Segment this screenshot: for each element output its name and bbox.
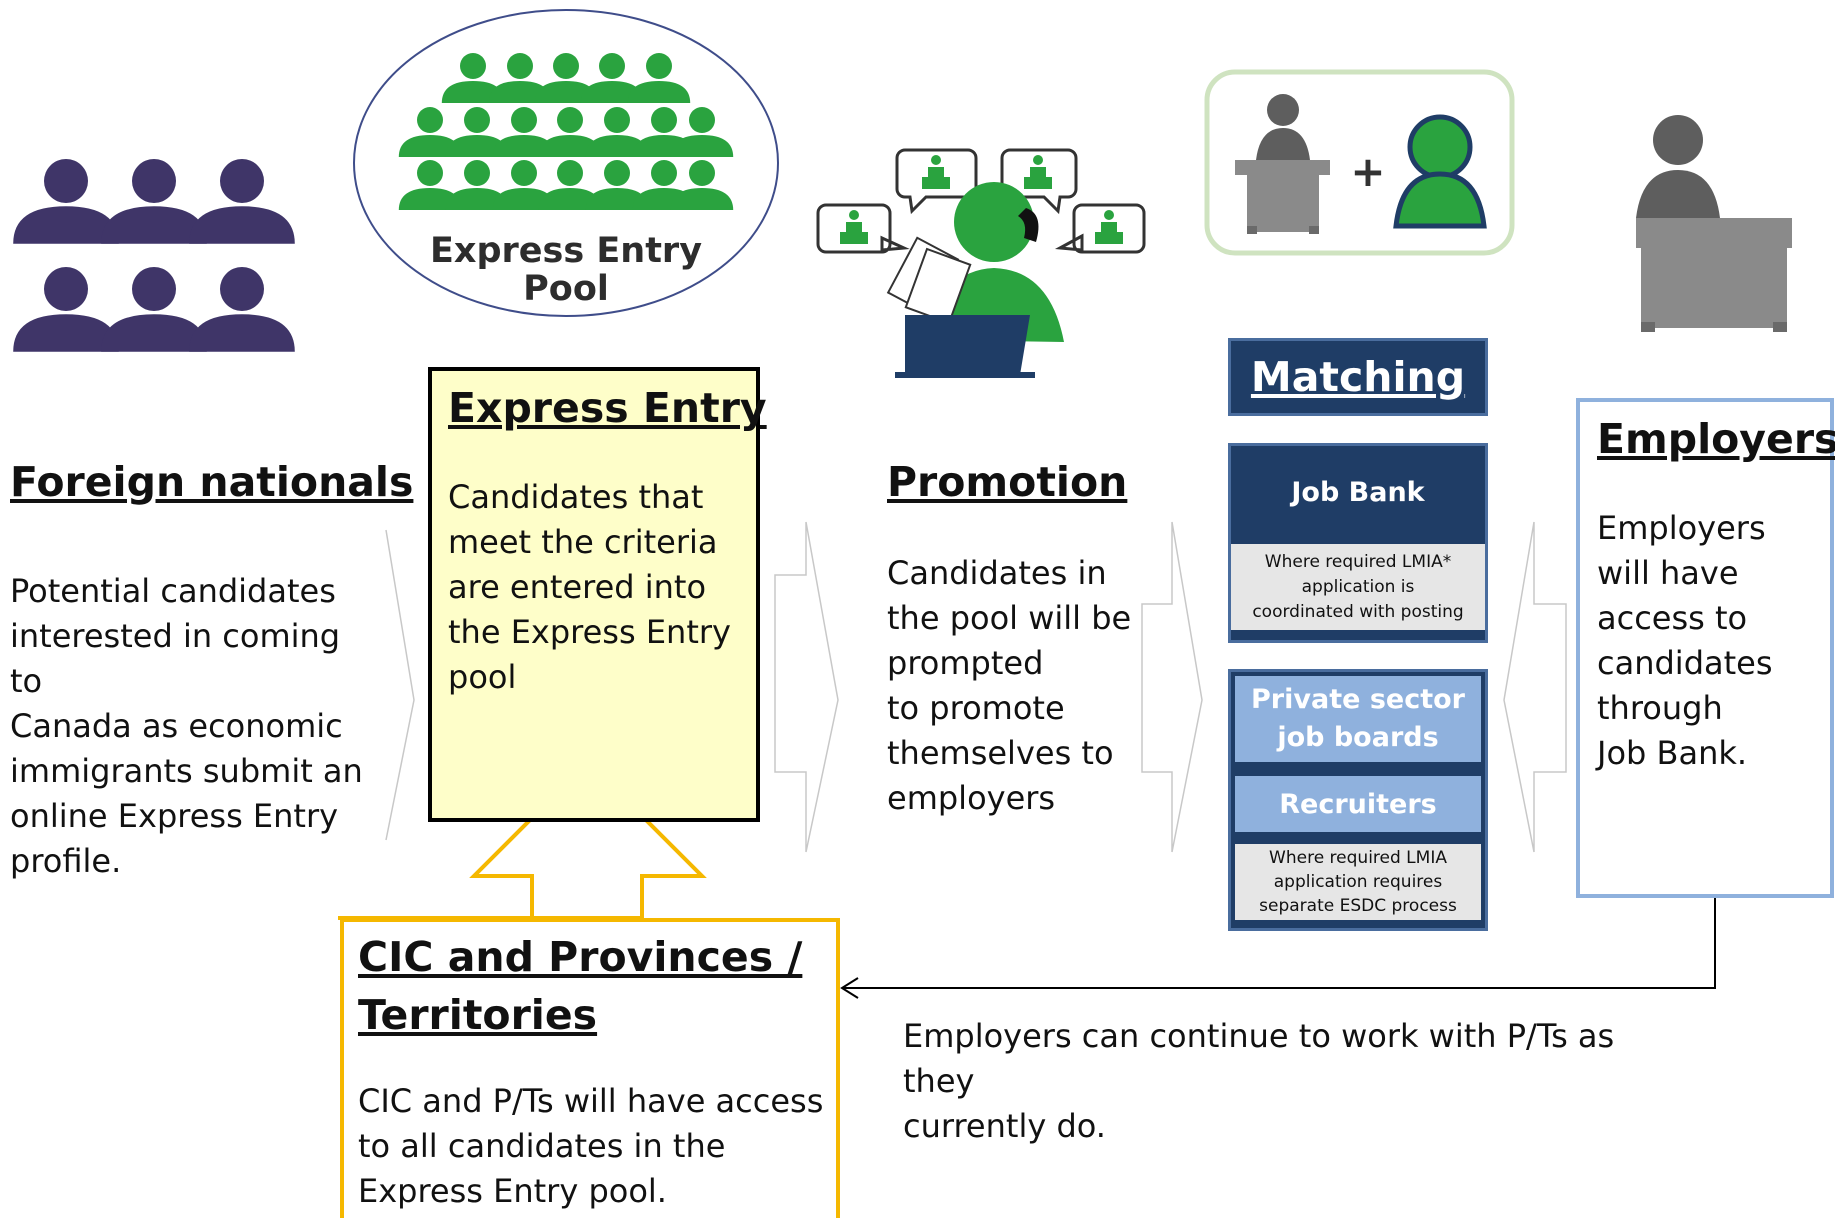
recruiters-note-line: separate ESDC process — [1259, 896, 1457, 916]
job-bank-panel: Job Bank Where required LMIA* applicatio… — [1228, 443, 1488, 643]
cic-box — [340, 918, 840, 1218]
foreign-nationals-line: immigrants submit an — [10, 752, 363, 790]
person-icon — [398, 160, 462, 211]
promotion-line: Candidates in — [887, 554, 1107, 592]
foreign-nationals-line: profile. — [10, 842, 122, 880]
person-icon — [13, 267, 119, 352]
chevron-arrow-2 — [774, 521, 839, 853]
pool-label-line-1: Express Entry — [430, 231, 702, 271]
employers-line: Job Bank. — [1597, 734, 1748, 772]
person-icon — [398, 107, 462, 158]
recruiters-note-line: application requires — [1273, 872, 1443, 892]
promotion-line: prompted — [887, 644, 1044, 682]
recruiters-label: Recruiters — [1235, 776, 1481, 832]
job-bank-label: Job Bank — [1291, 476, 1425, 508]
employers-line: through — [1597, 689, 1723, 727]
employers-pt-note: Employers can continue to work with P/Ts… — [903, 1014, 1663, 1149]
employers-line: will have — [1597, 554, 1739, 592]
job-bank-note-line: Where required LMIA* — [1264, 551, 1452, 572]
other-channels-panel: Private sector job boards Recruiters Whe… — [1228, 669, 1488, 931]
private-sector-line: Private sector — [1251, 684, 1465, 715]
matching-title: Matching — [1228, 338, 1488, 416]
chevron-arrow-3 — [1141, 521, 1203, 853]
person-icon — [101, 267, 207, 352]
employers-description: Employers will have access to candidates… — [1597, 506, 1817, 776]
express-entry-description: Candidates that meet the criteria are en… — [448, 475, 748, 700]
express-entry-line: pool — [448, 658, 517, 696]
person-icon — [13, 159, 119, 244]
person-icon — [445, 107, 509, 158]
foreign-nationals-line: online Express Entry — [10, 797, 339, 835]
employers-heading: Employers — [1597, 415, 1835, 463]
person-icon — [101, 159, 207, 244]
employers-to-cic-connector — [840, 898, 1716, 999]
job-bank-note-line: application is — [1301, 576, 1415, 597]
employers-line: Employers — [1597, 509, 1766, 547]
job-bank-note: Where required LMIA* application is coor… — [1231, 544, 1485, 630]
express-entry-line: the Express Entry — [448, 613, 731, 651]
promotion-line: the pool will be — [887, 599, 1132, 637]
person-icon — [580, 53, 644, 104]
cic-line: CIC and P/Ts will have access — [358, 1082, 824, 1120]
promotion-description: Candidates in the pool will be prompted … — [887, 551, 1137, 821]
promotion-heading: Promotion — [887, 458, 1128, 506]
promotion-line: to promote — [887, 689, 1065, 727]
employers-line: access to — [1597, 599, 1748, 637]
cic-line: to all candidates in the — [358, 1127, 726, 1165]
person-icon — [445, 160, 509, 211]
job-bank-note-line: coordinated with posting — [1252, 601, 1464, 622]
foreign-nationals-line: Canada as economic — [10, 707, 343, 745]
person-icon — [670, 107, 734, 158]
foreign-nationals-people-icon — [13, 159, 295, 352]
employers-pt-note-line: currently do. — [903, 1107, 1106, 1145]
pool-label-line-2: Pool — [523, 269, 609, 309]
employers-line: candidates — [1597, 644, 1773, 682]
plus-sign: + — [1350, 147, 1385, 196]
recruiters-note-line: Where required LMIA — [1269, 848, 1447, 868]
express-entry-box — [428, 367, 760, 822]
employer-plus-candidate-icon: + — [1204, 69, 1515, 256]
person-icon — [441, 53, 505, 104]
employers-box — [1576, 398, 1834, 898]
foreign-nationals-line: interested in coming to — [10, 617, 341, 700]
chevron-arrow-4 — [1503, 521, 1567, 853]
express-entry-heading: Express Entry — [448, 384, 767, 432]
chevron-arrow-1 — [385, 529, 415, 841]
cic-line: Express Entry pool. — [358, 1172, 667, 1210]
cic-description: CIC and P/Ts will have access to all can… — [358, 1079, 828, 1214]
cic-heading: CIC and Provinces / Territories — [358, 928, 802, 1044]
cic-heading-line: CIC and Provinces / — [358, 933, 803, 981]
person-icon — [585, 160, 649, 211]
foreign-nationals-heading: Foreign nationals — [10, 458, 414, 506]
person-icon — [189, 159, 295, 244]
promotion-line: themselves to — [887, 734, 1114, 772]
promotion-line: employers — [887, 779, 1056, 817]
express-entry-line: Candidates that — [448, 478, 704, 516]
recruiters-note: Where required LMIA application requires… — [1235, 844, 1481, 920]
person-icon — [670, 160, 734, 211]
person-icon — [189, 267, 295, 352]
person-icon — [538, 160, 602, 211]
employers-pt-note-line: Employers can continue to work with P/Ts… — [903, 1017, 1615, 1100]
private-sector-line: job boards — [1277, 722, 1439, 753]
express-entry-line: are entered into — [448, 568, 707, 606]
pool-crowd-icon — [398, 53, 734, 211]
employer-desk-icon — [1636, 115, 1792, 332]
flow-chevrons — [385, 521, 1567, 853]
foreign-nationals-line: Potential candidates — [10, 572, 336, 610]
person-icon — [627, 53, 691, 104]
promotion-person-phone-icon — [816, 148, 1146, 378]
foreign-nationals-description: Potential candidates interested in comin… — [10, 569, 370, 884]
person-icon — [585, 107, 649, 158]
person-icon — [538, 107, 602, 158]
private-sector-label: Private sector job boards — [1235, 676, 1481, 762]
cic-heading-line: Territories — [358, 991, 598, 1039]
express-entry-line: meet the criteria — [448, 523, 718, 561]
